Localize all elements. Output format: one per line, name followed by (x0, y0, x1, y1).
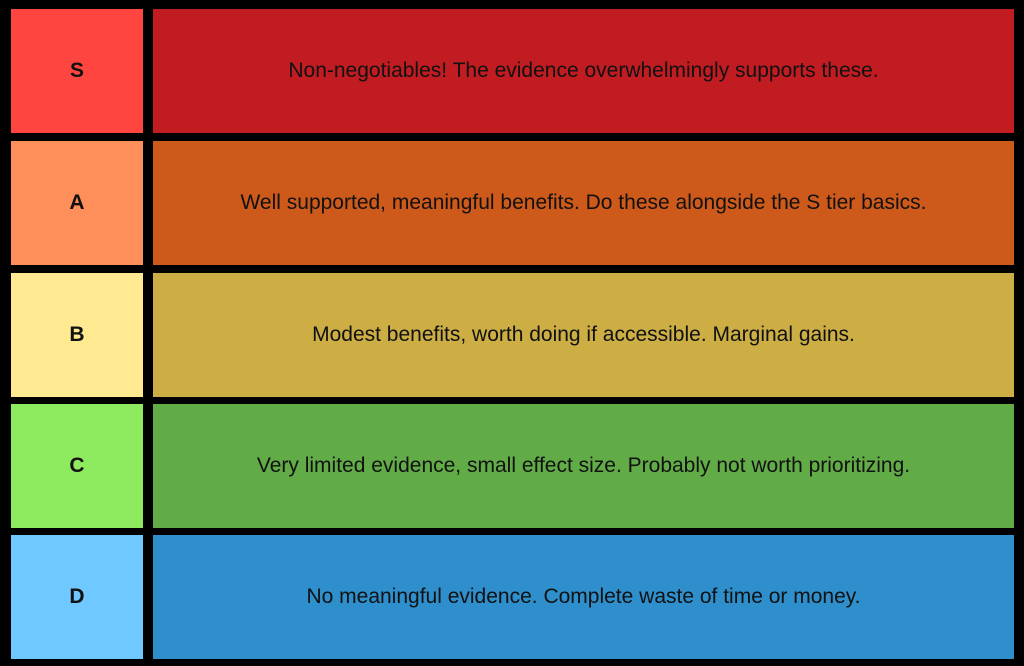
tier-label-b: B (11, 273, 143, 397)
tier-row-d: D No meaningful evidence. Complete waste… (0, 535, 1024, 659)
tier-description-a: Well supported, meaningful benefits. Do … (153, 141, 1014, 265)
tier-row-a: A Well supported, meaningful benefits. D… (0, 141, 1024, 265)
tier-label-d: D (11, 535, 143, 659)
tier-description-c: Very limited evidence, small effect size… (153, 404, 1014, 528)
tier-description-d: No meaningful evidence. Complete waste o… (153, 535, 1014, 659)
tier-row-s: S Non-negotiables! The evidence overwhel… (0, 9, 1024, 133)
tier-label-a: A (11, 141, 143, 265)
tier-description-b: Modest benefits, worth doing if accessib… (153, 273, 1014, 397)
tier-row-c: C Very limited evidence, small effect si… (0, 404, 1024, 528)
tier-label-c: C (11, 404, 143, 528)
tier-label-s: S (11, 9, 143, 133)
tier-row-b: B Modest benefits, worth doing if access… (0, 273, 1024, 397)
tier-description-s: Non-negotiables! The evidence overwhelmi… (153, 9, 1014, 133)
